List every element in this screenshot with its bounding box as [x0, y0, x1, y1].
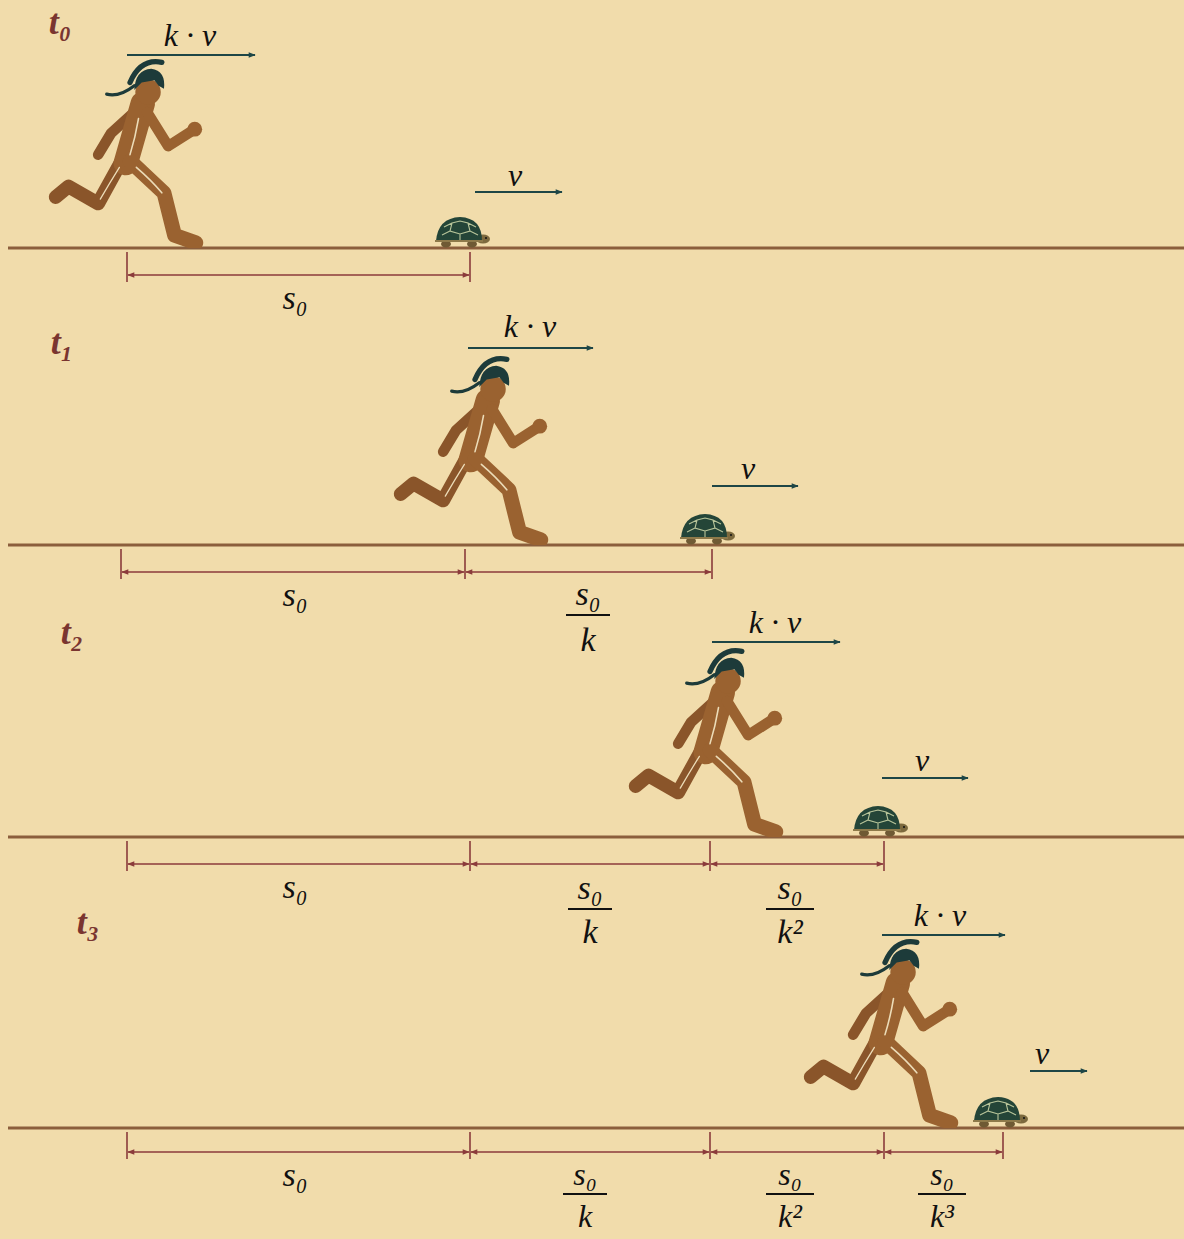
- math-label: k²: [778, 1200, 802, 1232]
- ground-line: [8, 836, 1184, 839]
- time-label: t₁: [51, 324, 74, 360]
- velocity-arrow: [712, 641, 840, 643]
- velocity-arrow: [882, 777, 968, 779]
- achilles-figure: [636, 651, 782, 832]
- dimension-tick: [883, 1132, 885, 1159]
- dimension-tick: [469, 252, 471, 282]
- velocity-arrow: [882, 934, 1005, 936]
- dimension-tick: [126, 841, 128, 871]
- math-label: k: [582, 915, 597, 949]
- time-label: t₂: [61, 614, 84, 650]
- dimension-tick: [709, 1132, 711, 1159]
- math-label: s₀: [282, 1158, 307, 1192]
- dimension-tick: [464, 549, 466, 579]
- math-label: k · v: [749, 606, 801, 638]
- fraction-bar: [918, 1193, 966, 1195]
- fraction-bar: [566, 614, 610, 616]
- math-label: k: [580, 623, 595, 657]
- math-label: s₀: [282, 870, 307, 904]
- dimension-tick: [121, 252, 1003, 1159]
- math-label: s₀: [777, 871, 802, 905]
- achilles-figure: [56, 62, 202, 243]
- math-label: v: [741, 452, 755, 484]
- fraction-bar: [568, 908, 612, 910]
- velocity-arrow: [475, 191, 562, 193]
- velocity-arrow: [1030, 1070, 1087, 1072]
- fraction-bar: [766, 1193, 814, 1195]
- math-label: s₀: [282, 281, 307, 315]
- ground-line: [8, 247, 1184, 250]
- tortoise-figure: [435, 217, 490, 248]
- math-label: s₀: [282, 578, 307, 612]
- dimension-tick: [469, 841, 471, 871]
- dimension-tick: [469, 1132, 471, 1159]
- dimension-line: [711, 863, 883, 865]
- dimension-line: [885, 1151, 1002, 1153]
- dimension-tick: [709, 841, 711, 871]
- math-label: v: [915, 744, 929, 776]
- math-label: v: [508, 159, 522, 191]
- dimension-tick: [126, 1132, 128, 1159]
- dimension-line: [128, 1151, 469, 1153]
- time-label: t₀: [49, 4, 72, 40]
- fraction-bar: [563, 1193, 607, 1195]
- math-label: s₀: [930, 1158, 954, 1190]
- math-label: k²: [777, 915, 802, 949]
- tortoise-figure: [853, 806, 908, 837]
- velocity-arrow: [127, 55, 1087, 1071]
- math-label: s₀: [778, 1158, 802, 1190]
- dimension-tick: [126, 252, 128, 282]
- math-label: v: [1035, 1037, 1049, 1069]
- dimension-line: [128, 274, 469, 276]
- dimension-line: [122, 571, 464, 573]
- math-label: s₀: [575, 577, 600, 611]
- velocity-arrow: [468, 347, 593, 349]
- math-label: k · v: [504, 310, 556, 342]
- dimension-tick: [120, 549, 122, 579]
- time-label: t₃: [77, 904, 100, 940]
- math-label: k: [578, 1200, 592, 1232]
- velocity-arrow: [712, 485, 798, 487]
- dimension-line: [122, 275, 1002, 1152]
- math-label: k · v: [914, 899, 966, 931]
- dimension-tick: [1002, 1132, 1004, 1159]
- fraction-bar: [766, 908, 814, 910]
- math-label: k · v: [164, 19, 216, 51]
- math-label: s₀: [577, 871, 602, 905]
- tortoise-figure: [680, 514, 735, 545]
- velocity-arrow: [127, 54, 255, 56]
- math-label: k³: [930, 1200, 954, 1232]
- ground-line: [8, 248, 1184, 1128]
- dimension-line: [466, 571, 711, 573]
- dimension-line: [471, 1151, 709, 1153]
- dimension-line: [471, 863, 709, 865]
- dimension-line: [128, 863, 469, 865]
- dimension-tick: [711, 549, 713, 579]
- achilles-figure: [811, 942, 957, 1123]
- achilles-figure: [401, 359, 547, 540]
- dimension-line: [711, 1151, 883, 1153]
- tortoise-figure: [973, 1097, 1028, 1128]
- fraction-bar: [563, 615, 966, 1194]
- math-label: s₀: [573, 1158, 597, 1190]
- ground-line: [8, 544, 1184, 547]
- dimension-tick: [883, 841, 885, 871]
